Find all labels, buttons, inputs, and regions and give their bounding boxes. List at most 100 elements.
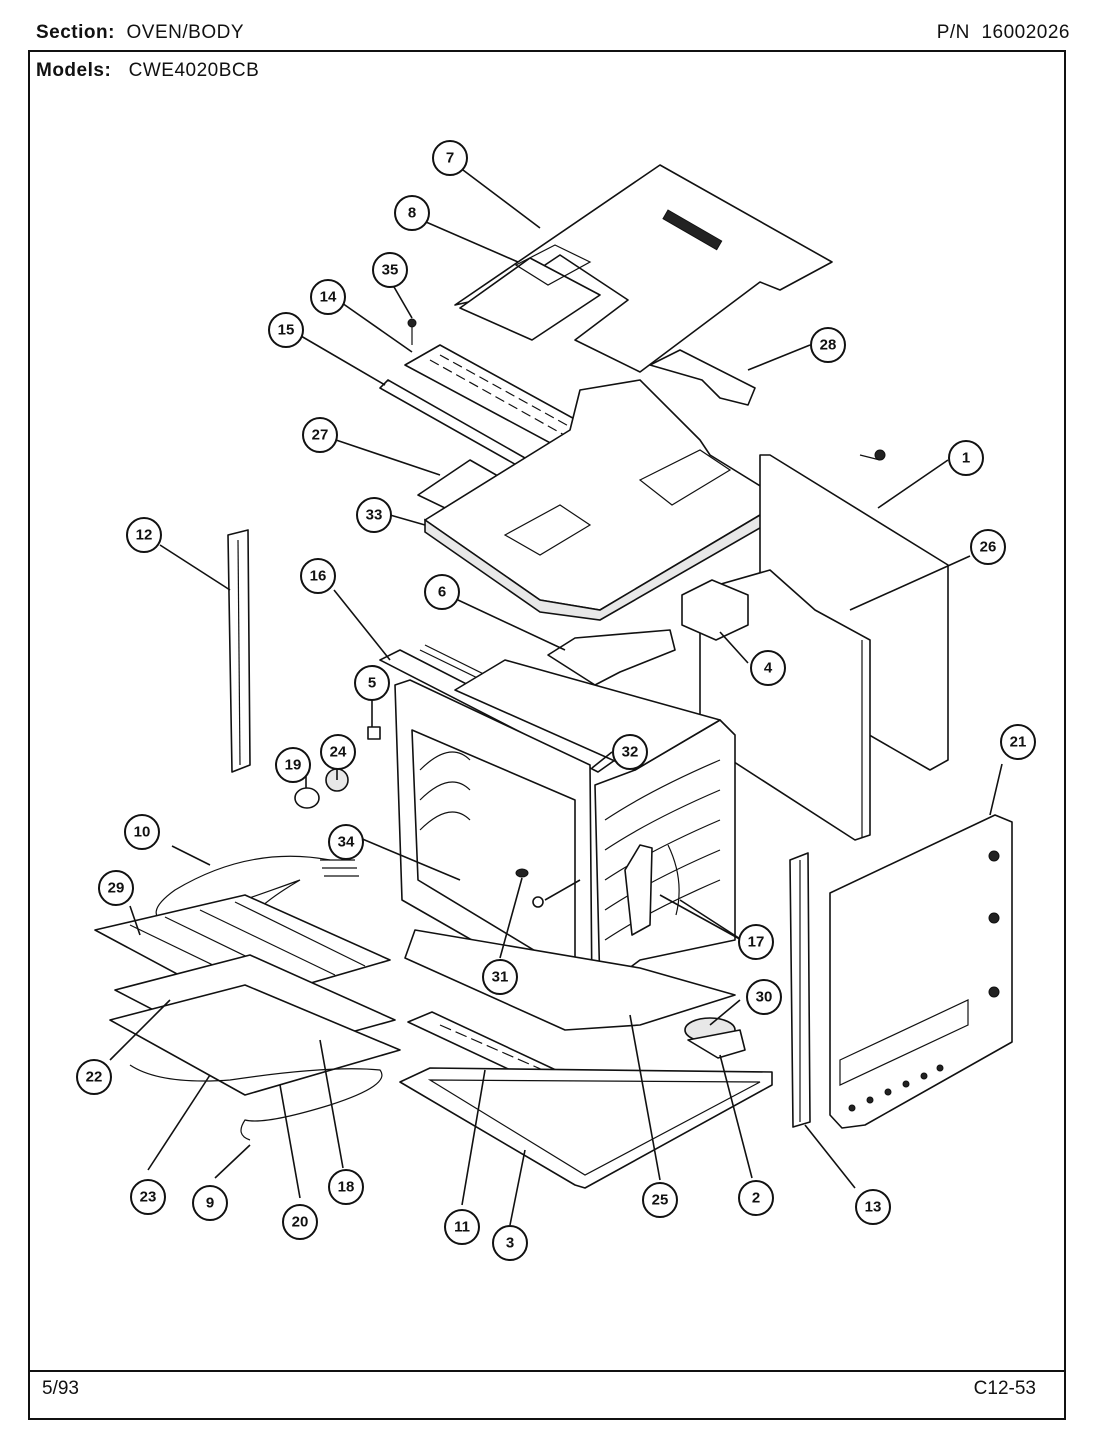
part-bottom-pan <box>404 929 736 1031</box>
part-top-cover <box>454 164 833 373</box>
callout-15: 15 <box>268 312 304 348</box>
svg-text:16: 16 <box>310 568 327 585</box>
svg-text:15: 15 <box>278 322 295 339</box>
svg-text:31: 31 <box>492 969 509 986</box>
svg-text:29: 29 <box>108 880 125 897</box>
part-oven-floor <box>399 1067 773 1189</box>
part-top-plate <box>459 257 601 341</box>
svg-text:35: 35 <box>382 262 399 279</box>
pn-value: 16002026 <box>981 22 1070 43</box>
svg-text:7: 7 <box>446 150 454 167</box>
svg-text:24: 24 <box>330 744 347 761</box>
callout-13: 13 <box>855 1189 891 1225</box>
part-oven-cavity-ribs <box>604 759 721 941</box>
callout-6: 6 <box>424 574 460 610</box>
part-side-panel-holes <box>848 850 1000 1112</box>
part-terminal-block <box>681 579 749 641</box>
models-header: Models: CWE4020BCB <box>36 60 259 82</box>
callout-23: 23 <box>130 1179 166 1215</box>
svg-text:4: 4 <box>764 660 773 677</box>
svg-text:21: 21 <box>1010 734 1027 751</box>
svg-text:12: 12 <box>136 527 153 544</box>
part-clip <box>367 726 381 740</box>
part-bottom-bracket <box>687 1029 746 1059</box>
callout-1: 1 <box>948 440 984 476</box>
callout-30: 30 <box>746 979 782 1015</box>
svg-text:22: 22 <box>86 1069 103 1086</box>
part-door-hinge <box>624 844 653 936</box>
svg-text:5: 5 <box>368 675 376 692</box>
callout-21: 21 <box>1000 724 1036 760</box>
callout-4: 4 <box>750 650 786 686</box>
callout-8: 8 <box>394 195 430 231</box>
svg-text:17: 17 <box>748 934 765 951</box>
svg-text:34: 34 <box>338 834 355 851</box>
callout-2: 2 <box>738 1180 774 1216</box>
callout-22: 22 <box>76 1059 112 1095</box>
part-oven-rack-bottom <box>109 984 401 1096</box>
svg-text:20: 20 <box>292 1214 309 1231</box>
part-screw-top <box>407 318 417 328</box>
callout-25: 25 <box>642 1182 678 1218</box>
models-value: CWE4020BCB <box>128 60 260 81</box>
callout-28: 28 <box>810 327 846 363</box>
callout-3: 3 <box>492 1225 528 1261</box>
callout-5: 5 <box>354 665 390 701</box>
svg-text:19: 19 <box>285 757 302 774</box>
svg-text:3: 3 <box>506 1235 514 1252</box>
callout-34: 34 <box>328 824 364 860</box>
callout-18: 18 <box>328 1169 364 1205</box>
svg-text:6: 6 <box>438 584 446 601</box>
svg-text:27: 27 <box>312 427 329 444</box>
part-number-header: P/N 16002026 <box>937 22 1070 44</box>
callout-19: 19 <box>275 747 311 783</box>
callout-29: 29 <box>98 870 134 906</box>
part-top-cover-slot <box>662 209 723 251</box>
callout-9: 9 <box>192 1185 228 1221</box>
callout-16: 16 <box>300 558 336 594</box>
svg-text:14: 14 <box>320 289 337 306</box>
part-sensor <box>515 868 529 878</box>
section-header: Section: OVEN/BODY <box>36 22 244 44</box>
callout-33: 33 <box>356 497 392 533</box>
callout-14: 14 <box>310 279 346 315</box>
callout-10: 10 <box>124 814 160 850</box>
svg-text:26: 26 <box>980 539 997 556</box>
svg-text:32: 32 <box>622 744 639 761</box>
part-rack-guides <box>419 751 471 831</box>
callout-12: 12 <box>126 517 162 553</box>
part-vent-bracket-slots <box>429 354 613 456</box>
part-rear-bracket <box>649 349 756 406</box>
section-label: Section: <box>36 22 115 43</box>
svg-text:18: 18 <box>338 1179 355 1196</box>
callout-7: 7 <box>432 140 468 176</box>
callout-26: 26 <box>970 529 1006 565</box>
part-element-terminals <box>320 859 359 877</box>
footer-divider <box>28 1370 1066 1372</box>
leader-lines <box>109 169 1003 1226</box>
svg-text:9: 9 <box>206 1195 214 1212</box>
svg-text:23: 23 <box>140 1189 157 1206</box>
pn-label: P/N <box>936 22 970 43</box>
svg-text:11: 11 <box>454 1219 470 1236</box>
footer-code: C12-53 <box>973 1378 1036 1399</box>
part-side-panel <box>829 814 1013 1129</box>
footer-date: 5/93 <box>42 1378 79 1399</box>
part-oven-top-assembly <box>424 379 771 611</box>
part-lamp-bulb <box>294 787 320 809</box>
svg-text:13: 13 <box>865 1199 882 1216</box>
callout-32: 32 <box>612 734 648 770</box>
callout-27: 27 <box>302 417 338 453</box>
svg-text:25: 25 <box>652 1192 669 1209</box>
callout-17: 17 <box>738 924 774 960</box>
models-label: Models: <box>36 60 112 81</box>
svg-text:33: 33 <box>366 507 383 524</box>
svg-text:10: 10 <box>134 824 151 841</box>
callout-24: 24 <box>320 734 356 770</box>
diagram-frame <box>28 50 1066 1420</box>
svg-text:8: 8 <box>408 205 416 222</box>
callout-31: 31 <box>482 959 518 995</box>
part-bake-element <box>129 1064 383 1141</box>
